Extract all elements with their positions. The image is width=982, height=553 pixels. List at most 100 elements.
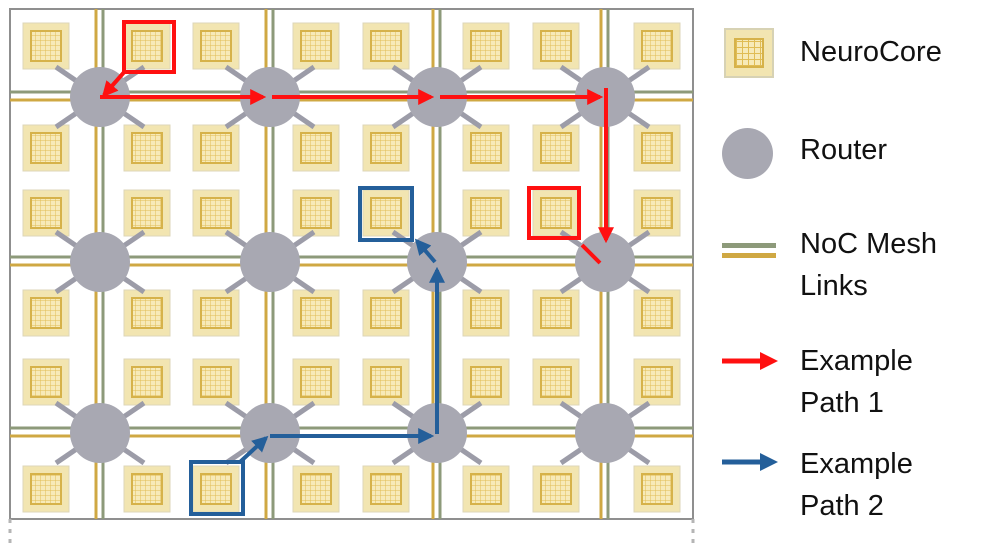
neurocore-grid (200, 297, 232, 329)
neurocore-grid (131, 297, 163, 329)
neurocore (192, 465, 240, 513)
path1-source-core (122, 20, 176, 74)
neurocore (532, 189, 580, 237)
neurocore (633, 22, 681, 70)
neurocore (22, 358, 70, 406)
neurocore-grid (30, 297, 62, 329)
red-arrow-icon (722, 352, 778, 370)
neurocore (22, 189, 70, 237)
neurocore-grid (30, 366, 62, 398)
router-node (240, 232, 300, 292)
legend-label-path2-1: Example (800, 448, 913, 480)
router (54, 229, 146, 295)
neurocore-grid (370, 297, 402, 329)
blue-arrow-icon (722, 453, 778, 471)
neurocore-grid (540, 366, 572, 398)
neurocore-grid (131, 473, 163, 505)
neurocore-grid (300, 132, 332, 164)
neurocore (362, 358, 410, 406)
neurocore-grid (540, 132, 572, 164)
example-paths (100, 20, 614, 516)
legend: NeuroCore Router NoC Mesh Links Example … (716, 0, 982, 553)
path1-destination-core (527, 186, 581, 240)
neurocore-grid (641, 132, 673, 164)
neurocore-grid (470, 473, 502, 505)
neurocore-grid (470, 297, 502, 329)
neurocore (123, 289, 171, 337)
neurocore (362, 465, 410, 513)
neurocore (292, 465, 340, 513)
neurocore-grid (540, 30, 572, 62)
neurocore-grid (540, 297, 572, 329)
neurocore (462, 289, 510, 337)
neurocore (462, 358, 510, 406)
neurocore (362, 289, 410, 337)
path2-segment (238, 435, 269, 464)
router-icon (722, 128, 773, 179)
legend-label-path1-2: Path 1 (800, 387, 884, 419)
neurocore-grid (131, 197, 163, 229)
neurocore (462, 124, 510, 172)
neurocore-grid (300, 197, 332, 229)
neurocore (532, 289, 580, 337)
neurocore (292, 289, 340, 337)
legend-label-router: Router (800, 134, 888, 166)
neurocore (633, 465, 681, 513)
router-node (575, 403, 635, 463)
path2-destination-core (358, 186, 414, 242)
neurocore-grid (200, 366, 232, 398)
neurocore (123, 22, 171, 70)
neurocore (532, 124, 580, 172)
neurocore (633, 124, 681, 172)
neurocore-grid (540, 197, 572, 229)
router (54, 400, 146, 466)
legend-label-path2-2: Path 2 (800, 490, 884, 522)
neurocore-grid (641, 30, 673, 62)
router-node (70, 403, 130, 463)
neurocore (292, 22, 340, 70)
router (224, 229, 316, 295)
neurocore (532, 22, 580, 70)
neurocore-grid (200, 132, 232, 164)
router-node (575, 232, 635, 292)
router (559, 400, 651, 466)
router-grid (54, 64, 651, 466)
neurocore (192, 124, 240, 172)
neurocore (633, 358, 681, 406)
neurocore (462, 22, 510, 70)
neurocore-grid (30, 473, 62, 505)
neurocore-grid (370, 366, 402, 398)
neurocore (123, 358, 171, 406)
neurocore (22, 465, 70, 513)
path2-segment (414, 238, 437, 264)
neurocore (532, 358, 580, 406)
neurocore-grid (300, 366, 332, 398)
neurocore (192, 22, 240, 70)
neurocore (22, 289, 70, 337)
neurocore-grid (470, 197, 502, 229)
neurocore (462, 465, 510, 513)
neurocore-grid (641, 366, 673, 398)
neurocore-grid (131, 132, 163, 164)
neurocore (292, 358, 340, 406)
legend-label-path1-1: Example (800, 345, 913, 377)
neurocore-grid (470, 30, 502, 62)
neurocore-grid (30, 197, 62, 229)
neurocore (123, 124, 171, 172)
path2-source-core (189, 460, 245, 516)
neurocore (192, 358, 240, 406)
legend-label-neurocore: NeuroCore (800, 36, 942, 68)
neurocore-grid (641, 473, 673, 505)
neurocore (192, 289, 240, 337)
mesh-links-icon (722, 243, 776, 261)
noc-mesh-diagram (8, 8, 695, 545)
legend-label-noc-links-2: Links (800, 270, 868, 302)
router-node (407, 67, 467, 127)
legend-label-noc-links-1: NoC Mesh (800, 228, 937, 260)
neurocore-grid (641, 197, 673, 229)
neurocore (633, 289, 681, 337)
neurocore (292, 189, 340, 237)
router (559, 229, 651, 295)
neurocore (22, 124, 70, 172)
router-node (240, 67, 300, 127)
